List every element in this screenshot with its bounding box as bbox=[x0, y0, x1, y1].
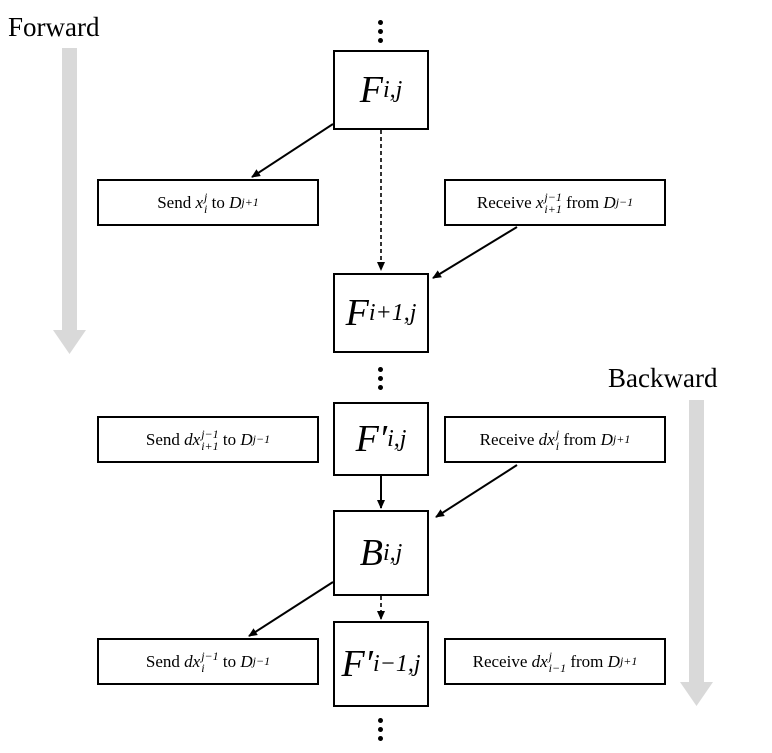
backward-arrow-shaft bbox=[689, 400, 704, 682]
msg-receive-x-sub: i+1 bbox=[544, 201, 562, 216]
arrow-bij-to-send bbox=[248, 581, 334, 637]
arrow-fij-to-send bbox=[251, 123, 334, 178]
node-fprime-i-j-sub: i,j bbox=[387, 425, 407, 452]
node-fprime-im1-j-base: F′ bbox=[341, 643, 373, 685]
msg-receive-dx-im1-var: dx bbox=[531, 651, 548, 671]
node-f-i1-j-sub: i+1,j bbox=[368, 299, 417, 326]
node-fprime-im1-j: F′i−1,j bbox=[333, 621, 429, 707]
msg-receive-dx-i-mid: from bbox=[559, 429, 601, 449]
msg-send-x-sup: j bbox=[204, 189, 208, 204]
msg-send-dx-i1-sup: j−1 bbox=[201, 426, 219, 441]
msg-receive-dx-im1-mid: from bbox=[566, 651, 608, 671]
msg-send-dx-i1-mid: to bbox=[218, 429, 241, 449]
forward-label: Forward bbox=[8, 12, 100, 42]
msg-send-dx-i-sup: j−1 bbox=[201, 648, 219, 663]
msg-send-dx-i-var: dx bbox=[184, 651, 201, 671]
node-fprime-im1-j-sub: i−1,j bbox=[373, 650, 421, 677]
node-f-i1-j-base: F bbox=[345, 292, 369, 334]
msg-send-dx-i1-var: dx bbox=[184, 429, 201, 449]
msg-receive-dx-i-verb: Receive bbox=[479, 429, 539, 449]
msg-receive-dx-i-devsub: j+1 bbox=[612, 432, 631, 446]
msg-send-x-var: x bbox=[195, 192, 203, 212]
msg-receive-x-sup: j−1 bbox=[544, 189, 562, 204]
msg-send-x-dev: D bbox=[229, 192, 242, 212]
arrow-recv-to-fi1j bbox=[432, 226, 518, 279]
msg-send-x-devsub: j+1 bbox=[241, 195, 259, 209]
forward-arrow-shaft bbox=[62, 48, 77, 330]
msg-receive-x-mid: from bbox=[561, 192, 604, 212]
backward-label: Backward bbox=[608, 363, 718, 393]
ellipsis-bottom bbox=[378, 718, 384, 745]
msg-receive-dx-im1-devsub: j+1 bbox=[619, 654, 638, 668]
msg-send-dx-i-mid: to bbox=[218, 651, 241, 671]
msg-send-dx-i1-dev: D bbox=[240, 429, 253, 449]
node-f-i-j-base: F bbox=[359, 69, 383, 111]
msg-send-dx-i-dev: D bbox=[240, 651, 253, 671]
forward-arrow-head bbox=[53, 330, 86, 354]
msg-receive-x-devsub: j−1 bbox=[615, 195, 634, 209]
msg-send-x-verb: Send bbox=[157, 192, 196, 212]
msg-receive-dx-im1-verb: Receive bbox=[472, 651, 532, 671]
msg-receive-x-dev: D bbox=[603, 192, 616, 212]
backward-arrow-head bbox=[680, 682, 713, 706]
msg-receive-x-verb: Receive bbox=[476, 192, 536, 212]
msg-send-dx-i-verb: Send bbox=[145, 651, 185, 671]
msg-send-dx-i1-devsub: j−1 bbox=[252, 432, 271, 446]
arrow-recv-dxi-to-bij bbox=[435, 464, 518, 518]
msg-receive-dx-i-var: dx bbox=[538, 429, 555, 449]
msg-receive-x-var: x bbox=[535, 192, 544, 212]
node-fprime-i-j: F′i,j bbox=[333, 402, 429, 476]
ellipsis-top bbox=[378, 20, 384, 47]
node-b-i-j-sub: i,j bbox=[382, 539, 403, 566]
msg-send-dx-i-sub: i bbox=[201, 660, 205, 675]
msg-receive-dx-im1-sub: i−1 bbox=[548, 660, 567, 675]
msg-receive-dx-im1-sup: j bbox=[548, 648, 553, 663]
msg-send-dx-i1-verb: Send bbox=[145, 429, 185, 449]
msg-send-dx-i1-sub: i+1 bbox=[201, 438, 219, 453]
msg-receive-dx-im1-dev: D bbox=[607, 651, 620, 671]
msg-receive-dx-i-sup: j bbox=[555, 426, 560, 441]
msg-receive-dx-i-sub: i bbox=[555, 438, 560, 453]
node-f-i-j-sub: i,j bbox=[382, 76, 403, 103]
node-b-i-j-base: B bbox=[359, 532, 383, 574]
ellipsis-middle bbox=[378, 367, 384, 394]
msg-receive-dx-i-dev: D bbox=[600, 429, 613, 449]
node-fprime-i-j-base: F′ bbox=[355, 418, 388, 460]
msg-send-dx-i-devsub: j−1 bbox=[252, 654, 271, 668]
msg-send-x-mid: to bbox=[207, 192, 230, 212]
msg-send-x-sub: i bbox=[204, 201, 208, 216]
